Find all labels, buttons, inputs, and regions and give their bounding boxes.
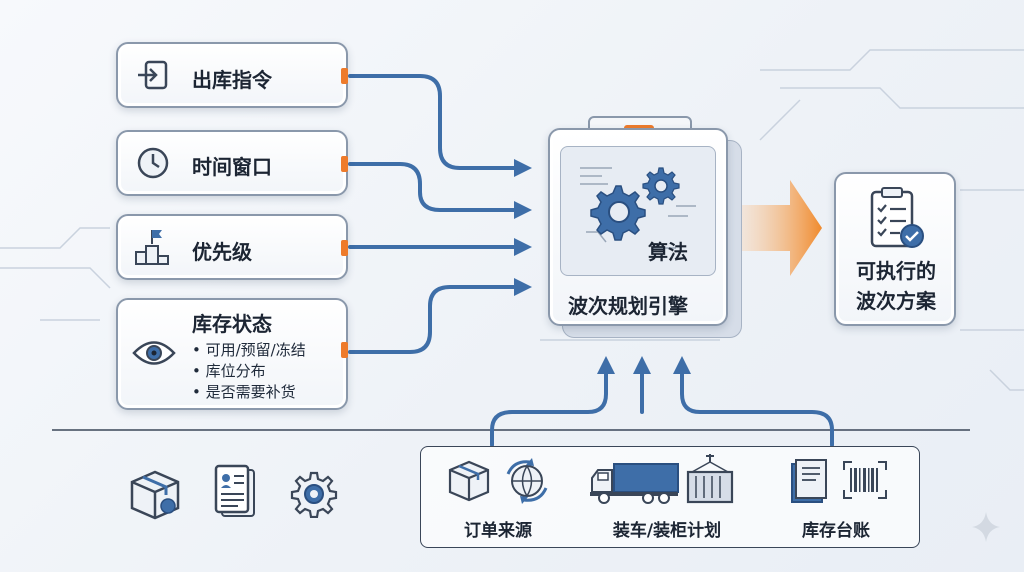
accent-tab [341, 68, 348, 84]
container-icon [684, 452, 736, 510]
accent-tab [341, 240, 348, 256]
input-connectors [348, 74, 522, 354]
eye-icon [132, 338, 176, 372]
input-arrowheads [514, 159, 532, 296]
package-icon [128, 468, 182, 524]
input-label-time-window: 时间窗口 [192, 155, 272, 179]
input-label-priority: 优先级 [192, 240, 252, 264]
clock-icon [136, 146, 170, 184]
source-label-inventory-ledger: 库存台账 [802, 521, 870, 541]
accent-tab [341, 156, 348, 172]
sparkle-icon [972, 512, 1000, 546]
inventory-bullet-location: • 库位分布 [192, 362, 266, 380]
document-icon [212, 464, 258, 524]
box-icon [446, 458, 492, 508]
inventory-bullet-replenish: • 是否需要补货 [192, 383, 296, 401]
source-label-loading-plan: 装车/装柜计划 [612, 521, 722, 541]
input-label-inventory-status: 库存状态 [192, 312, 272, 336]
source-label-orders: 订单来源 [464, 521, 532, 541]
output-arrow [728, 180, 822, 276]
gear-icon [290, 470, 338, 522]
engine-title: 波次规划引擎 [568, 294, 688, 318]
gears-icon [572, 158, 702, 272]
clipboard-check-icon [866, 186, 928, 256]
globe-sync-icon [504, 458, 550, 508]
input-label-outbound-order: 出库指令 [192, 68, 272, 92]
source-arrowheads [597, 356, 691, 374]
import-arrow-icon [136, 60, 168, 94]
accent-tab [341, 342, 348, 358]
decorative-circuit-lines [0, 49, 1024, 391]
algorithm-label: 算法 [648, 240, 688, 264]
barcode-icon [842, 460, 888, 504]
output-line-1: 可执行的 [856, 259, 936, 283]
ledger-book-icon [786, 458, 832, 510]
source-connectors [490, 370, 834, 447]
truck-icon [588, 462, 680, 508]
inventory-bullet-availability: • 可用/预留/冻结 [192, 341, 306, 359]
podium-flag-icon [134, 226, 170, 270]
output-line-2: 波次方案 [856, 289, 936, 313]
